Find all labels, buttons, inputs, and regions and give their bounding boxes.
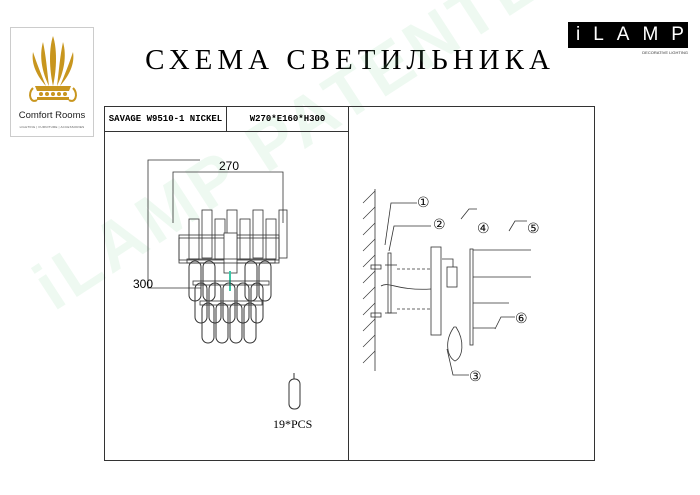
front-view-drawing: 270 300 19*PCS <box>133 159 312 431</box>
callout-6: ⑥ <box>515 311 528 327</box>
ilamp-tagline: DECORATIVE LIGHTING <box>642 50 688 55</box>
callout-2: ② <box>433 217 446 233</box>
model-cell: SAVAGE W9510-1 NICKEL <box>105 107 227 132</box>
brand-tagline: LIGHTING | FURNITURE | ACCESSORIES <box>19 125 85 129</box>
crystal-count: 19*PCS <box>273 417 312 431</box>
crown-icon <box>29 36 77 102</box>
schematic-frame: SAVAGE W9510-1 NICKEL W270*E160*H300 <box>104 106 595 461</box>
height-dimension-line <box>147 159 201 289</box>
callout-5: ⑤ <box>527 221 540 237</box>
assembly-drawing: ① ② ④ ⑤ ⑥ ③ <box>362 189 540 385</box>
dimensions-cell: W270*E160*H300 <box>227 107 349 132</box>
height-label: 300 <box>133 277 153 291</box>
page-title: СХЕМА СВЕТИЛЬНИКА <box>145 44 555 76</box>
width-dimension-line <box>172 171 284 223</box>
crystal-icon <box>288 378 301 410</box>
brand-name: Comfort Rooms <box>18 110 86 121</box>
comfort-rooms-logo: Comfort Rooms LIGHTING | FURNITURE | ACC… <box>10 27 94 137</box>
ilamp-wordmark: iLAMP <box>568 22 688 48</box>
ilamp-logo: iLAMP DECORATIVE LIGHTING <box>568 22 688 60</box>
width-label: 270 <box>219 159 239 173</box>
divider <box>348 107 349 460</box>
callout-3: ③ <box>469 369 482 385</box>
callout-1: ① <box>417 195 430 211</box>
callout-4: ④ <box>477 221 490 237</box>
